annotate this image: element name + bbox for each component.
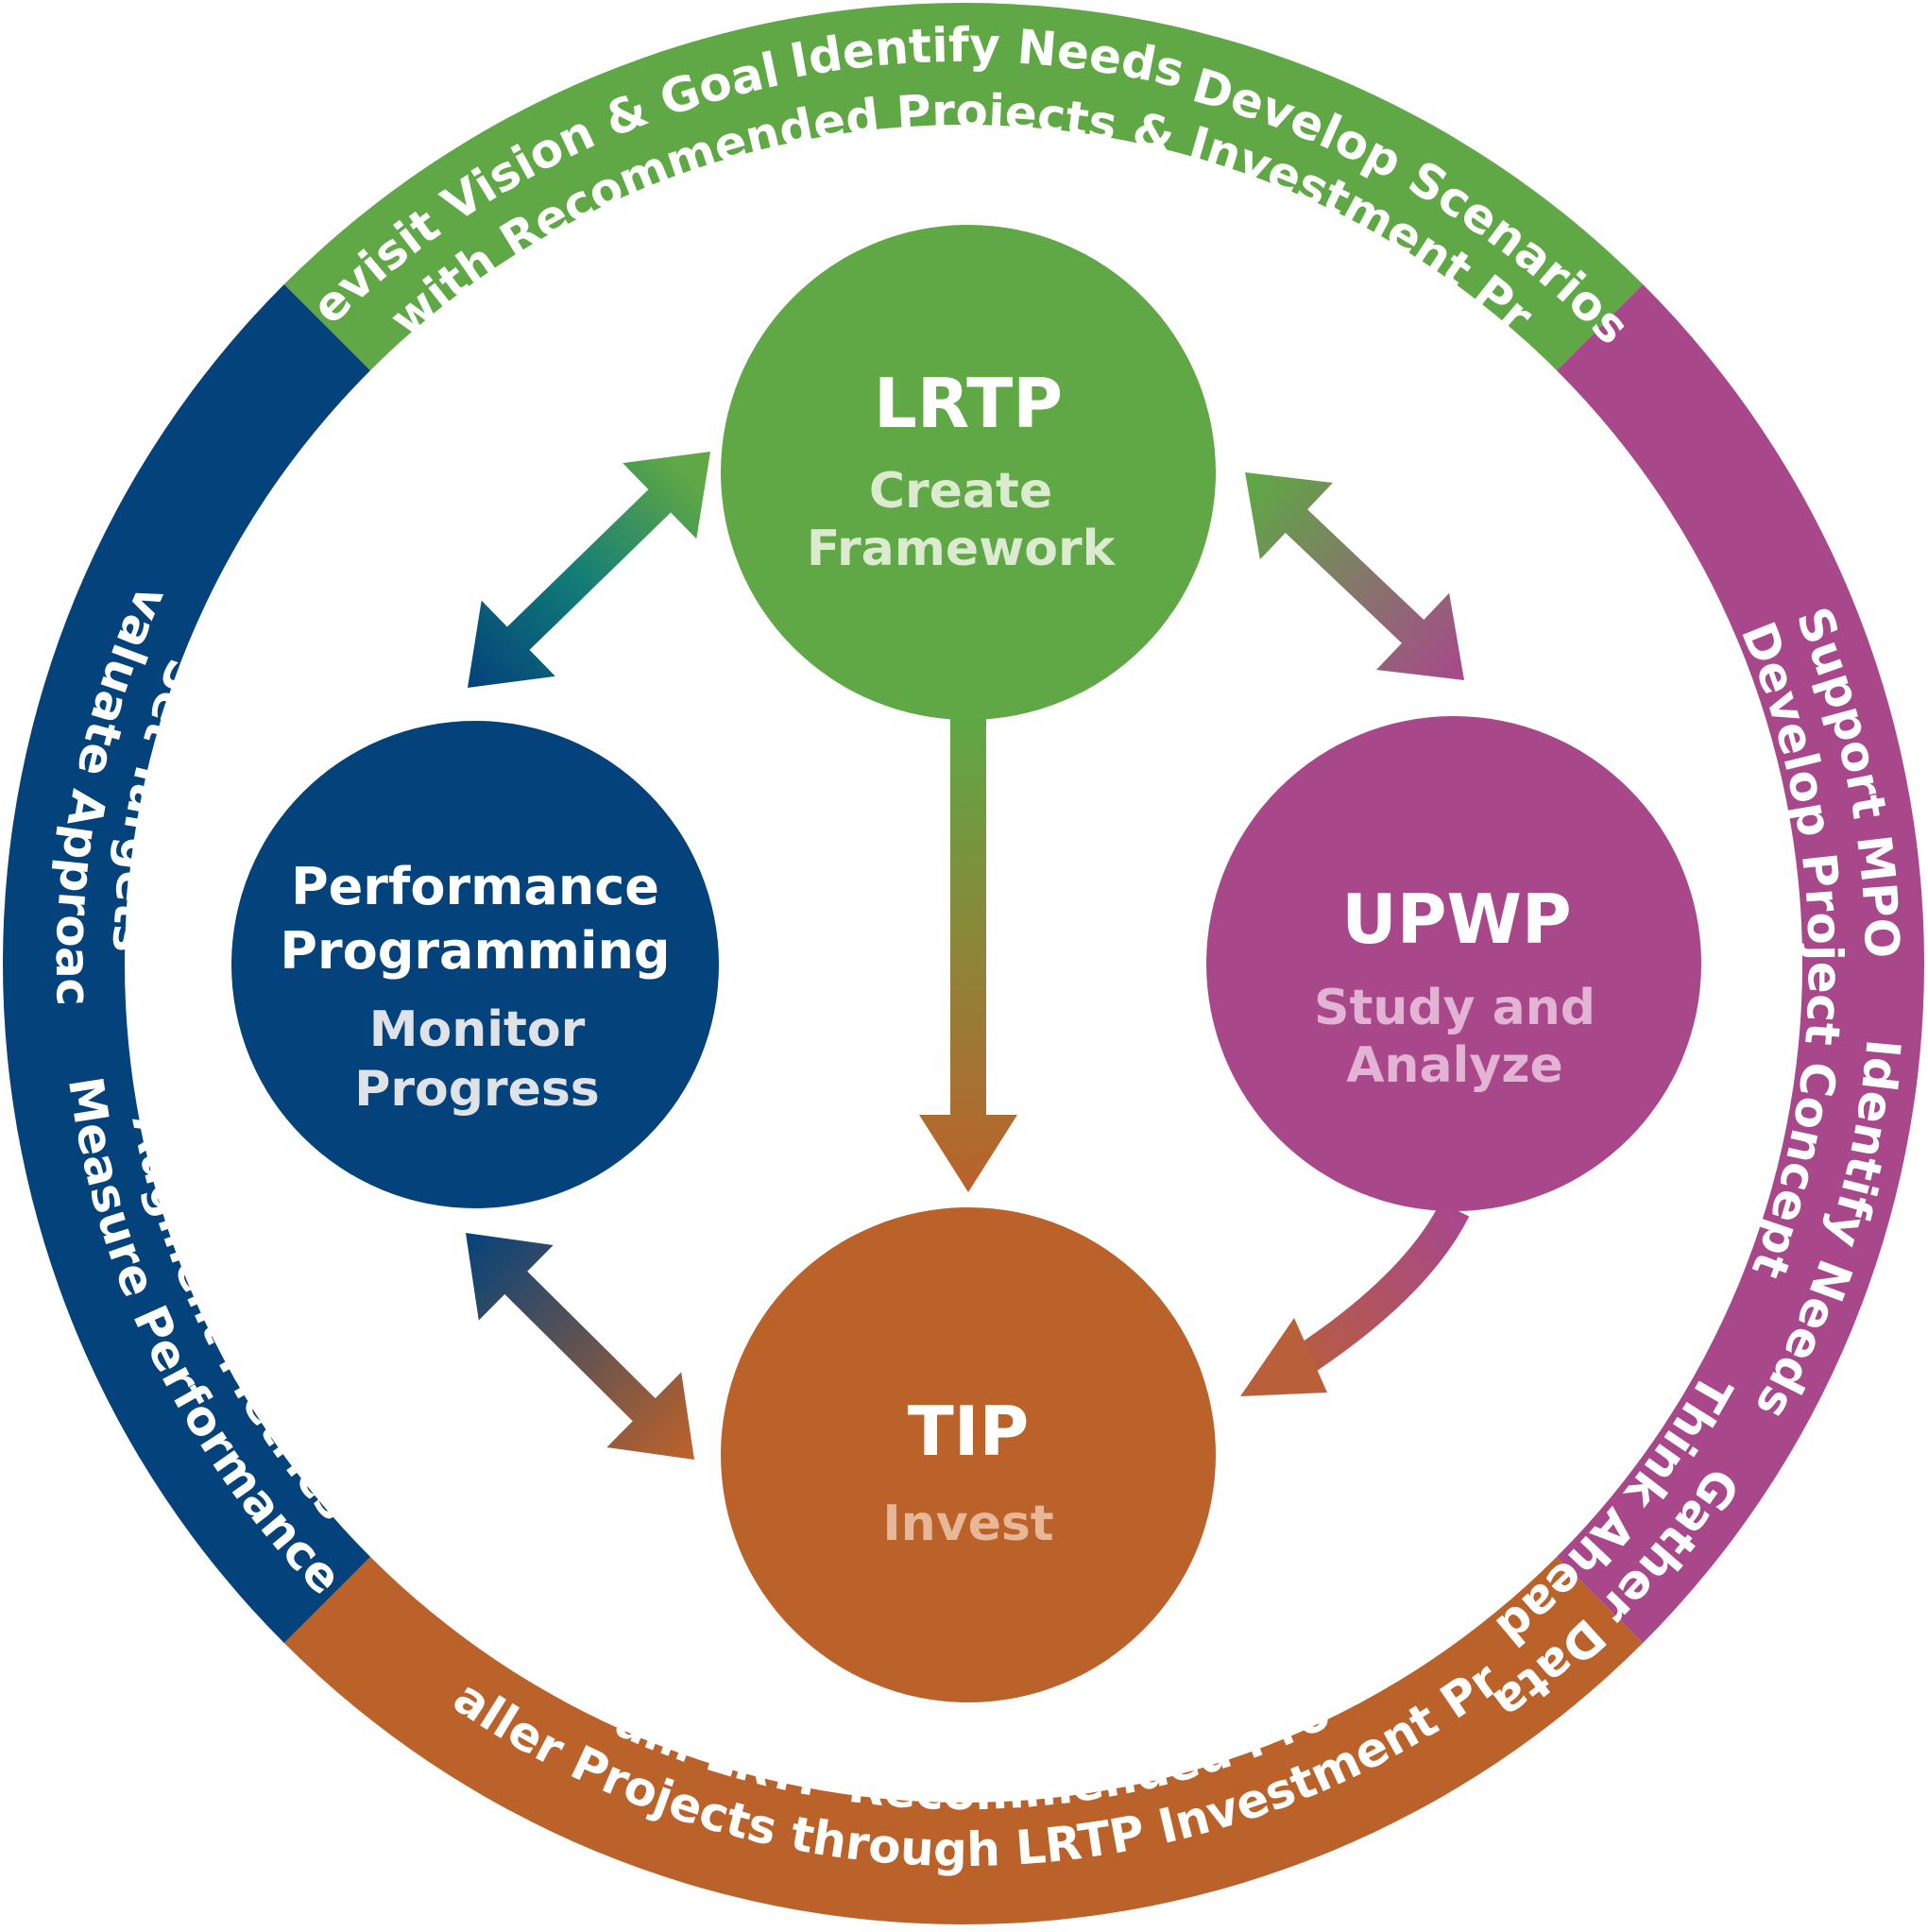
upwp-subtitle-line1: Study and [1314, 980, 1595, 1036]
ring-segment-tip [283, 1556, 1644, 1924]
arrow-lrtp-performance [468, 452, 710, 688]
upwp-subtitle-line2: Analyze [1346, 1037, 1563, 1094]
performance-title-line2: Programming [280, 921, 670, 981]
node-upwp [1206, 716, 1701, 1211]
lrtp-title: LRTP [874, 364, 1063, 443]
connector-arrows [466, 452, 1470, 1460]
arrow-upwp-to-tip-head [1240, 1318, 1327, 1396]
node-performance-programming [231, 721, 719, 1208]
performance-title-line1: Performance [291, 857, 659, 916]
ring-segment-upwp [1556, 283, 1924, 1644]
lrtp-subtitle-line2: Framework [807, 521, 1117, 577]
arrow-lrtp-upwp [1245, 472, 1464, 680]
node-lrtp [721, 225, 1216, 720]
ring-segment-lrtp [283, 3, 1644, 371]
upwp-title: UPWP [1341, 880, 1571, 959]
lrtp-subtitle-line1: Create [869, 463, 1052, 520]
node-tip [721, 1207, 1216, 1702]
stage-nodes: LRTP CreateFrameworkPerformanceProgrammin… [231, 225, 1701, 1702]
tip-title: TIP [908, 1392, 1030, 1471]
arrow-upwp-to-tip-shaft [1294, 1202, 1470, 1375]
tip-subtitle: Invest [882, 1496, 1053, 1552]
performance-subtitle-line2: Progress [354, 1061, 600, 1118]
arrow-performance-tip [466, 1233, 694, 1460]
ring-segment-performance [3, 283, 371, 1644]
performance-subtitle-line1: Monitor [369, 1001, 586, 1058]
arrow-lrtp-to-tip [919, 713, 1017, 1192]
outer-ring [3, 3, 1924, 1924]
